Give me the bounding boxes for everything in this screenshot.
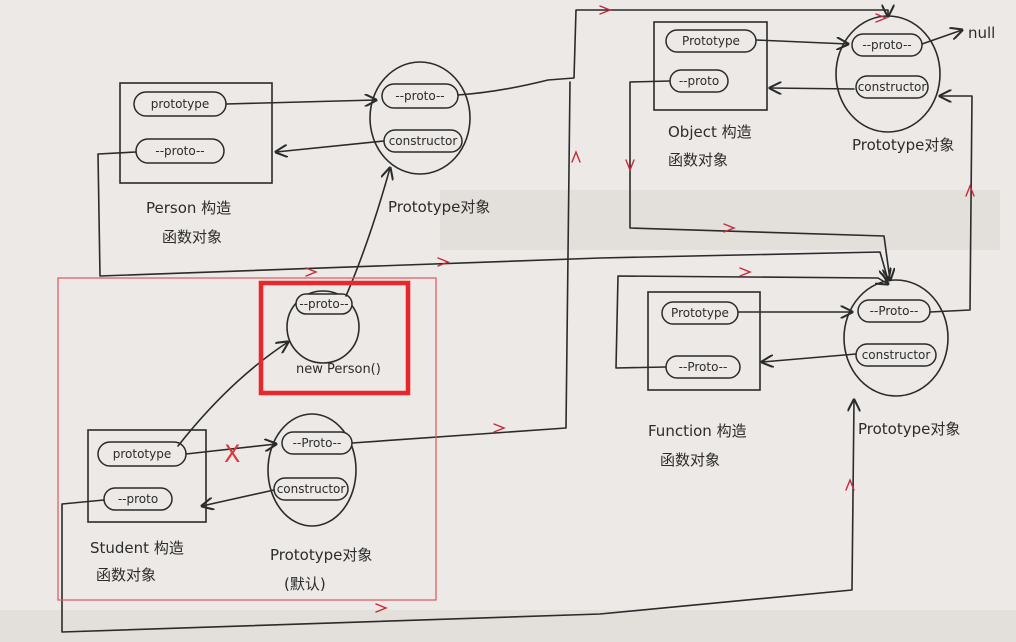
- person-prototype-label: prototype: [151, 97, 209, 111]
- paper-shade-bottom: [0, 610, 1016, 642]
- arrow-newperson-proto: [345, 168, 390, 297]
- arrow-student-default-proto-up: [351, 81, 571, 444]
- student-prototype-label: prototype: [113, 447, 171, 461]
- student-constructor-node: prototype --proto Student 构造 函数对象: [87, 429, 207, 584]
- student-constructor-box: [87, 429, 207, 523]
- student-prototype-constructor-label: constructor: [277, 482, 346, 496]
- object-prototype-constructor-pill: constructor: [855, 75, 929, 99]
- object-prototype-caption: Prototype对象: [852, 136, 954, 154]
- object-constructor-box: [653, 21, 768, 111]
- student-prototype-proto-pill: --Proto--: [281, 431, 353, 455]
- function-proto-pill: --Proto--: [665, 355, 741, 379]
- person-proto-label: --proto--: [155, 144, 204, 158]
- person-constructor-box: [119, 82, 273, 184]
- object-prototype-constructor-label: constructor: [858, 80, 927, 94]
- new-person-circle: [286, 290, 360, 364]
- arrow-student-prototype-default: [185, 444, 276, 455]
- new-person-instance: --proto-- new Person(): [286, 290, 381, 377]
- person-prototype-proto-pill: --proto--: [381, 83, 459, 109]
- direction-ticks: [305, 5, 975, 613]
- student-prototype-constructor-pill: constructor: [273, 477, 349, 501]
- function-caption-line2: 函数对象: [660, 451, 720, 469]
- function-prototype-object: --Proto-- constructor Prototype对象: [843, 279, 960, 438]
- object-prototype-proto-pill: --proto--: [851, 33, 923, 57]
- new-person-proto-label: --proto--: [299, 297, 348, 311]
- arrow-function-proto-loop: [615, 276, 888, 369]
- cross-mark: X: [224, 440, 240, 468]
- student-prototype-proto-label: --Proto--: [293, 436, 342, 450]
- person-prototype-constructor-label: constructor: [389, 134, 458, 148]
- null-label: null: [968, 24, 995, 42]
- arrow-function-proto-to-object: [929, 96, 973, 313]
- function-prototype-caption: Prototype对象: [858, 420, 960, 438]
- object-prototype-proto-label: --proto--: [862, 38, 911, 52]
- student-prototype-circle: [267, 413, 357, 527]
- function-proto-label: --Proto--: [679, 360, 728, 374]
- function-prototype-proto-label: --Proto--: [870, 304, 919, 318]
- function-prototype-pill: Prototype: [661, 301, 739, 325]
- person-prototype-circle: [369, 61, 471, 175]
- student-prototype-pill: prototype: [97, 441, 187, 467]
- function-prototype-circle: [843, 279, 949, 397]
- arrow-object-prototype: [755, 40, 848, 44]
- arrow-person-proto-to-object: [457, 10, 888, 96]
- function-prototype-proto-pill: --Proto--: [857, 299, 931, 323]
- object-constructor-node: Prototype --proto Object 构造 函数对象: [653, 21, 768, 169]
- object-caption-line1: Object 构造: [668, 123, 752, 141]
- object-prototype-pill: Prototype: [665, 29, 757, 53]
- student-caption-line2: 函数对象: [96, 566, 156, 584]
- paper-shade: [440, 190, 1000, 250]
- function-prototype-constructor-label: constructor: [862, 348, 931, 362]
- object-prototype-label: Prototype: [682, 34, 740, 48]
- arrow-object-proto-to-function: [629, 80, 890, 280]
- arrow-person-constructor-back: [276, 140, 385, 152]
- person-proto-pill: --proto--: [135, 138, 225, 164]
- arrow-student-constructor-back: [202, 489, 275, 506]
- arrow-object-proto-null: [921, 30, 962, 45]
- arrow-object-constructor-back: [770, 88, 855, 89]
- person-prototype-proto-label: --proto--: [395, 89, 444, 103]
- arrow-function-constructor-back: [762, 353, 857, 362]
- function-constructor-node: Prototype --Proto-- Function 构造 函数对象: [647, 291, 761, 469]
- new-person-proto-pill: --proto--: [295, 293, 353, 315]
- student-prototype-caption-line1: Prototype对象: [270, 546, 372, 564]
- student-caption-line1: Student 构造: [90, 539, 184, 557]
- arrow-student-prototype-to-newperson: [177, 342, 288, 447]
- object-proto-label: --proto: [679, 74, 719, 88]
- connectors: [61, 10, 973, 633]
- highlight-region-thick: [258, 280, 411, 396]
- function-caption-line1: Function 构造: [648, 422, 747, 440]
- person-prototype-constructor-pill: constructor: [383, 129, 463, 153]
- student-prototype-caption-line2: (默认): [284, 575, 326, 593]
- object-proto-pill: --proto: [669, 69, 729, 93]
- function-prototype-constructor-pill: constructor: [855, 343, 937, 367]
- student-proto-pill: --proto: [103, 487, 173, 511]
- function-constructor-box: [647, 291, 761, 391]
- person-caption-line2: 函数对象: [162, 228, 222, 246]
- arrow-student-proto-to-function: [61, 400, 854, 633]
- object-prototype-object: --proto-- constructor Prototype对象 null: [835, 15, 995, 154]
- person-prototype-object: --proto-- constructor Prototype对象: [369, 61, 490, 216]
- person-constructor-node: prototype --proto-- Person 构造 函数对象: [119, 82, 273, 246]
- student-prototype-object: --Proto-- constructor Prototype对象 (默认): [267, 413, 372, 593]
- highlight-region-thin: [57, 277, 437, 601]
- object-caption-line2: 函数对象: [668, 151, 728, 169]
- person-caption-line1: Person 构造: [146, 199, 231, 217]
- arrow-person-proto-to-function: [97, 151, 888, 280]
- student-proto-label: --proto: [118, 492, 158, 506]
- new-person-caption: new Person(): [296, 362, 381, 377]
- arrow-person-prototype: [225, 100, 376, 104]
- person-prototype-pill: prototype: [133, 91, 227, 117]
- person-prototype-caption: Prototype对象: [388, 198, 490, 216]
- function-prototype-label: Prototype: [671, 306, 729, 320]
